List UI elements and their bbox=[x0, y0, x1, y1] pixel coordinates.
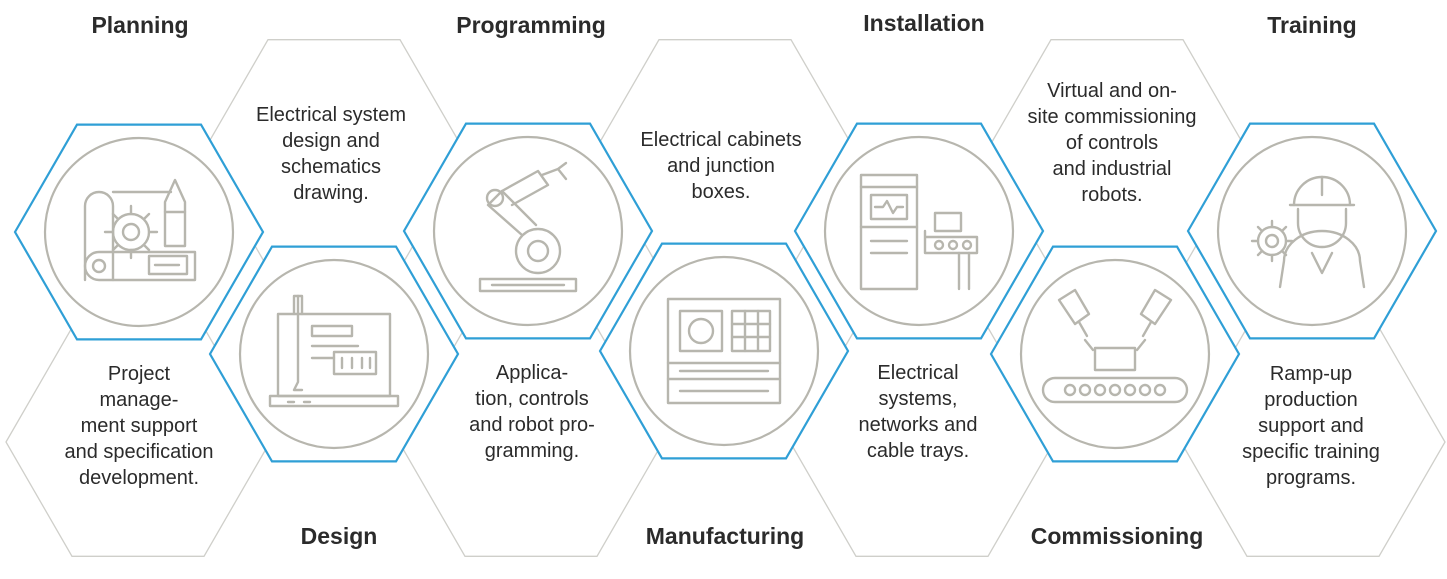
circle-planning bbox=[43, 136, 235, 328]
description-line: boxes. bbox=[691, 181, 751, 203]
description-line: and robot pro- bbox=[469, 414, 595, 436]
engineer-gear-icon bbox=[1250, 175, 1366, 289]
stage-description-design: Electrical system design and schematics … bbox=[256, 102, 406, 206]
robots-conveyor-icon bbox=[1041, 288, 1189, 404]
description-line: drawing. bbox=[293, 182, 369, 204]
icon-layer bbox=[83, 161, 1366, 408]
description-line: Ramp-up bbox=[1269, 363, 1353, 385]
hex-commissioning-icon-frame bbox=[989, 245, 1241, 463]
description-line: networks and bbox=[858, 414, 978, 436]
control-cabinet-icon bbox=[666, 297, 782, 405]
circle-installation bbox=[823, 135, 1015, 327]
description-line: Virtual and on- bbox=[1047, 80, 1177, 102]
drafting-board-icon bbox=[268, 294, 400, 408]
stage-description-training: Ramp-up production support and specific … bbox=[1242, 361, 1380, 491]
blueprint-gear-pencil-icon bbox=[83, 178, 197, 282]
hex-installation-icon-frame bbox=[793, 122, 1045, 340]
description-line: Applica- bbox=[495, 362, 569, 384]
circle-programming bbox=[432, 135, 624, 327]
description-line: robots. bbox=[1081, 184, 1143, 206]
description-line: schematics bbox=[280, 156, 382, 178]
stage-title-commissioning: Commissioning bbox=[1030, 523, 1204, 549]
stage-title-design: Design bbox=[300, 523, 378, 549]
stage-title-programming: Programming bbox=[456, 12, 606, 38]
description-line: Electrical bbox=[877, 362, 959, 384]
hex-manufacturing-icon-frame bbox=[598, 242, 850, 460]
stage-description-manufacturing: Electrical cabinets and junction boxes. bbox=[640, 127, 801, 205]
description-line: systems, bbox=[878, 388, 958, 410]
description-line: and industrial bbox=[1052, 158, 1172, 180]
stage-title-installation: Installation bbox=[863, 10, 985, 36]
description-line: Electrical system bbox=[255, 104, 407, 126]
circle-design bbox=[238, 258, 430, 450]
stage-description-installation: Electrical systems, networks and cable t… bbox=[859, 360, 978, 464]
description-line: manage- bbox=[99, 389, 179, 411]
description-line: and specification bbox=[64, 441, 214, 463]
description-line: gramming. bbox=[484, 440, 580, 462]
description-line: support and bbox=[1258, 415, 1364, 437]
description-line: production bbox=[1264, 389, 1358, 411]
description-line: of controls bbox=[1065, 132, 1159, 154]
stage-title-planning: Planning bbox=[91, 12, 189, 38]
description-line: site commissioning bbox=[1027, 106, 1197, 128]
description-line: Electrical cabinets bbox=[640, 129, 802, 151]
description-line: tion, controls bbox=[475, 388, 589, 410]
circle-commissioning bbox=[1019, 258, 1211, 450]
circle-manufacturing bbox=[628, 255, 820, 447]
stage-description-commissioning: Virtual and on- site commissioning of co… bbox=[1028, 78, 1197, 208]
description-line: and junction bbox=[667, 155, 775, 177]
description-line: ment support bbox=[80, 415, 198, 437]
description-line: development. bbox=[78, 467, 200, 489]
stage-title-training: Training bbox=[1267, 12, 1357, 38]
description-line: programs. bbox=[1265, 467, 1357, 489]
description-line: cable trays. bbox=[866, 440, 970, 462]
description-line: Project bbox=[107, 363, 171, 385]
control-terminal-conveyor-icon bbox=[859, 173, 979, 291]
description-line: specific training bbox=[1242, 441, 1380, 463]
robot-arm-icon bbox=[478, 161, 578, 293]
stage-description-planning: Project manage- ment support and specifi… bbox=[65, 361, 214, 491]
stage-description-programming: Applica- tion, controls and robot pro- g… bbox=[469, 360, 595, 464]
circle-training bbox=[1216, 135, 1408, 327]
stage-title-manufacturing: Manufacturing bbox=[645, 523, 805, 549]
description-line: design and bbox=[282, 130, 380, 152]
